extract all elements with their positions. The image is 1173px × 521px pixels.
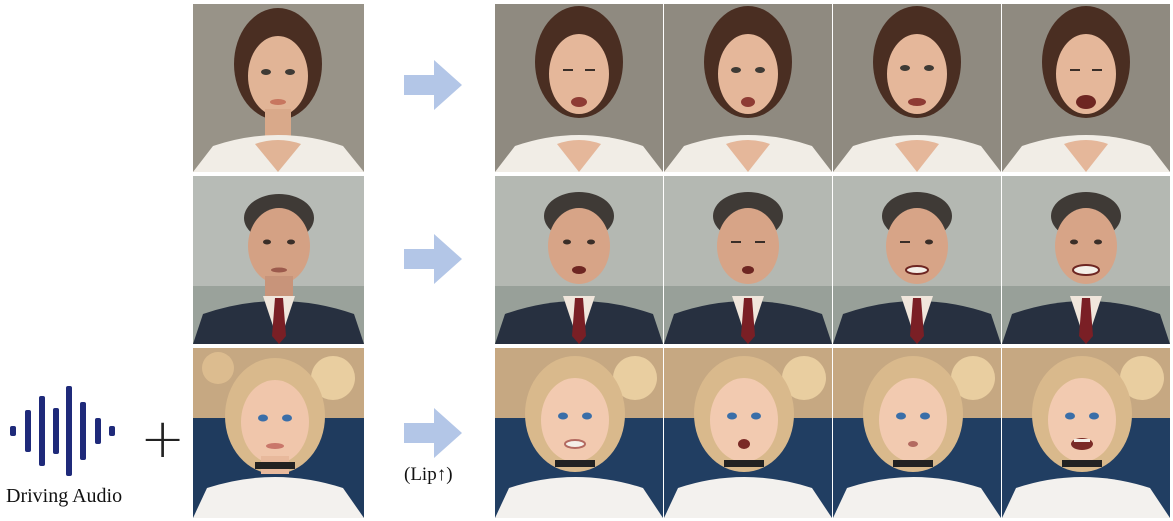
output-frame-girl-1 (495, 348, 663, 518)
portrait-girl-icon (193, 348, 364, 518)
output-frame-woman-1 (495, 4, 663, 172)
portrait-woman-icon (833, 4, 1001, 172)
portrait-girl-icon (664, 348, 832, 518)
portrait-girl-icon (1002, 348, 1170, 518)
portrait-woman-icon (193, 4, 364, 172)
portrait-woman-icon (495, 4, 663, 172)
portrait-woman-icon (664, 4, 832, 172)
output-frame-woman-2 (664, 4, 832, 172)
portrait-man-icon (1002, 176, 1170, 344)
output-frame-woman-4 (1002, 4, 1170, 172)
reference-image-girl (193, 348, 364, 518)
portrait-man-icon (193, 176, 364, 344)
output-frame-man-2 (664, 176, 832, 344)
reference-image-woman (193, 4, 364, 172)
audio-waveform-icon (10, 386, 115, 476)
portrait-girl-icon (833, 348, 1001, 518)
lip-note: (Lip↑) (404, 464, 453, 485)
portrait-man-icon (833, 176, 1001, 344)
output-frame-man-3 (833, 176, 1001, 344)
output-frame-woman-3 (833, 4, 1001, 172)
right-arrow-icon (404, 408, 462, 458)
output-frame-girl-2 (664, 348, 832, 518)
driving-audio-label: Driving Audio (6, 485, 123, 507)
output-frame-girl-3 (833, 348, 1001, 518)
portrait-girl-icon (495, 348, 663, 518)
output-frame-girl-4 (1002, 348, 1170, 518)
portrait-man-icon (664, 176, 832, 344)
reference-image-man (193, 176, 364, 344)
plus-symbol: + (140, 407, 186, 470)
portrait-woman-icon (1002, 4, 1170, 172)
output-frame-man-4 (1002, 176, 1170, 344)
output-frame-man-1 (495, 176, 663, 344)
portrait-man-icon (495, 176, 663, 344)
right-arrow-icon (404, 60, 462, 110)
right-arrow-icon (404, 234, 462, 284)
